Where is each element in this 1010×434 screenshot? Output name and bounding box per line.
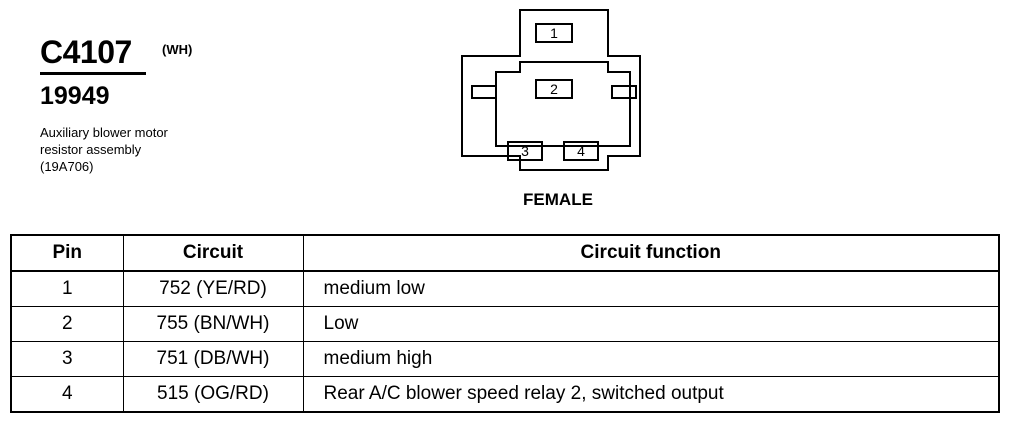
- pin-cell: 3: [10, 341, 124, 377]
- wire-color-code: (WH): [162, 42, 193, 57]
- pin-cell: 2: [10, 306, 124, 342]
- circuit-function-cell: medium high: [302, 341, 1000, 377]
- description-line: (19A706): [40, 159, 94, 174]
- title-underline: [40, 72, 146, 75]
- description-line: resistor assembly: [40, 142, 142, 157]
- circuit-function-cell: medium low: [302, 270, 1000, 307]
- circuit-cell: 752 (YE/RD): [122, 270, 304, 307]
- pin-cavity-1: [535, 23, 573, 43]
- pin-cell: 4: [10, 376, 124, 413]
- pin-number-4: 4: [577, 143, 585, 159]
- pin-cavity-3: [507, 141, 543, 161]
- pin-cavity-4: [563, 141, 599, 161]
- pin-cell: 1: [10, 270, 124, 307]
- pin-number-1: 1: [550, 25, 558, 41]
- circuit-cell: 751 (DB/WH): [122, 341, 304, 377]
- pin-number-2: 2: [550, 81, 558, 97]
- table-header-row: Pin Circuit Circuit function: [10, 234, 1000, 272]
- connector-housing: [461, 9, 641, 171]
- connector-latch-right: [611, 85, 637, 99]
- connector-latch-left: [471, 85, 497, 99]
- column-header-pin: Pin: [10, 234, 124, 272]
- connector-gender-label: FEMALE: [523, 190, 593, 209]
- connector-title: C4107: [40, 34, 132, 70]
- table-row: 1 752 (YE/RD) medium low: [10, 270, 1000, 307]
- column-header-circuit: Circuit: [122, 234, 304, 272]
- column-header-circuit-function: Circuit function: [302, 234, 1000, 272]
- connector-inner-body: [495, 61, 631, 147]
- table-row: 4 515 (OG/RD) Rear A/C blower speed rela…: [10, 376, 1000, 413]
- table-row: 3 751 (DB/WH) medium high: [10, 341, 1000, 377]
- part-number: 19949: [40, 82, 110, 110]
- circuit-cell: 755 (BN/WH): [122, 306, 304, 342]
- circuit-function-cell: Low: [302, 306, 1000, 342]
- pin-number-3: 3: [521, 143, 529, 159]
- circuit-function-cell: Rear A/C blower speed relay 2, switched …: [302, 376, 1000, 413]
- table-row: 2 755 (BN/WH) Low: [10, 306, 1000, 342]
- description-line: Auxiliary blower motor: [40, 125, 168, 140]
- pin-circuit-table: Pin Circuit Circuit function 1 752 (YE/R…: [10, 234, 1000, 413]
- pin-cavity-2: [535, 79, 573, 99]
- component-description: Auxiliary blower motor resistor assembly…: [40, 124, 168, 175]
- connector-face-diagram: 1 2 3 4: [461, 9, 641, 171]
- circuit-cell: 515 (OG/RD): [122, 376, 304, 413]
